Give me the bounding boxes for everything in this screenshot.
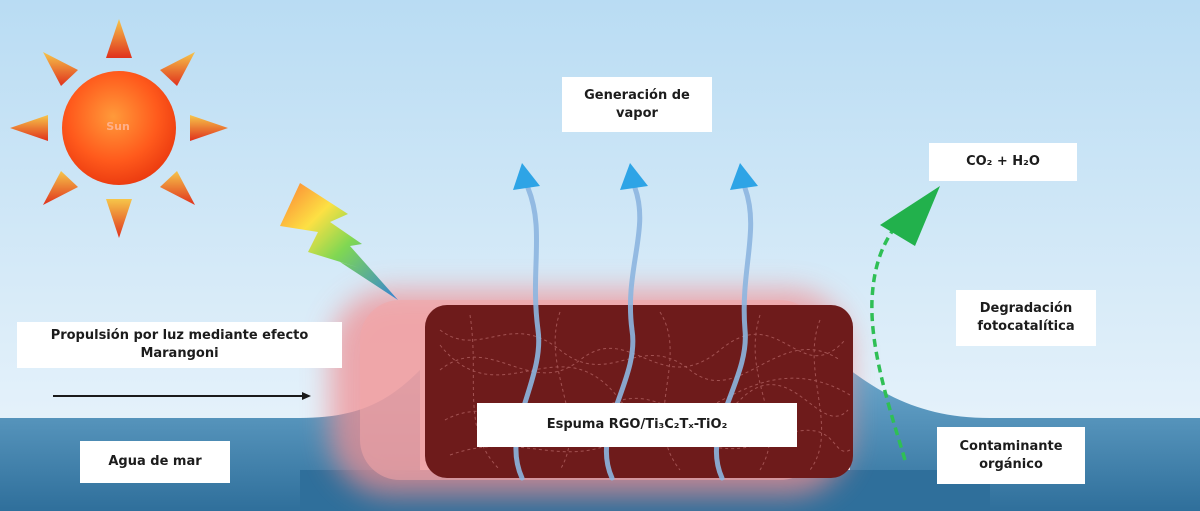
- organic-pollutant-label: Contaminante orgánico: [937, 427, 1085, 484]
- sun-icon: [10, 19, 228, 238]
- marangoni-line-1: Propulsión por luz mediante efecto: [50, 328, 309, 343]
- vapor-generation-label: Generación de vapor: [562, 77, 712, 132]
- pollutant-line-1: Contaminante: [959, 438, 1063, 454]
- foam-label: Espuma RGO/Ti₃C₂Tₓ-TiO₂: [477, 403, 797, 447]
- pollutant-line-2: orgánico: [979, 456, 1043, 472]
- degradation-arrow-head: [880, 186, 940, 246]
- sun-label: Sun: [106, 120, 130, 133]
- degradation-line-2: fotocatalítica: [977, 319, 1075, 334]
- vapor-arrow-head-1: [513, 163, 540, 190]
- photocatalytic-degradation-label: Degradación fotocatalítica: [956, 290, 1096, 346]
- light-bolt-icon: [280, 183, 398, 300]
- vapor-arrow-head-3: [730, 163, 758, 190]
- co2-h2o-label: CO₂ + H₂O: [929, 143, 1077, 181]
- foam-block: [425, 305, 853, 478]
- seawater-text: Agua de mar: [108, 454, 202, 469]
- marangoni-line-2: Marangoni: [140, 346, 219, 361]
- degradation-arrow: [870, 218, 907, 461]
- marangoni-propulsion-label: Propulsión por luz mediante efecto Maran…: [17, 322, 342, 368]
- seawater-label: Agua de mar: [80, 441, 230, 483]
- co2-h2o-text: CO₂ + H₂O: [966, 154, 1040, 169]
- propulsion-arrow-head: [302, 392, 311, 400]
- vapor-arrow-head-2: [620, 163, 648, 190]
- vapor-generation-line-2: vapor: [616, 105, 658, 121]
- degradation-line-1: Degradación: [979, 301, 1073, 316]
- foam-text: Espuma RGO/Ti₃C₂Tₓ-TiO₂: [546, 417, 728, 432]
- vapor-generation-line-1: Generación de: [584, 87, 690, 103]
- vapor-arrow-heads: [513, 163, 758, 190]
